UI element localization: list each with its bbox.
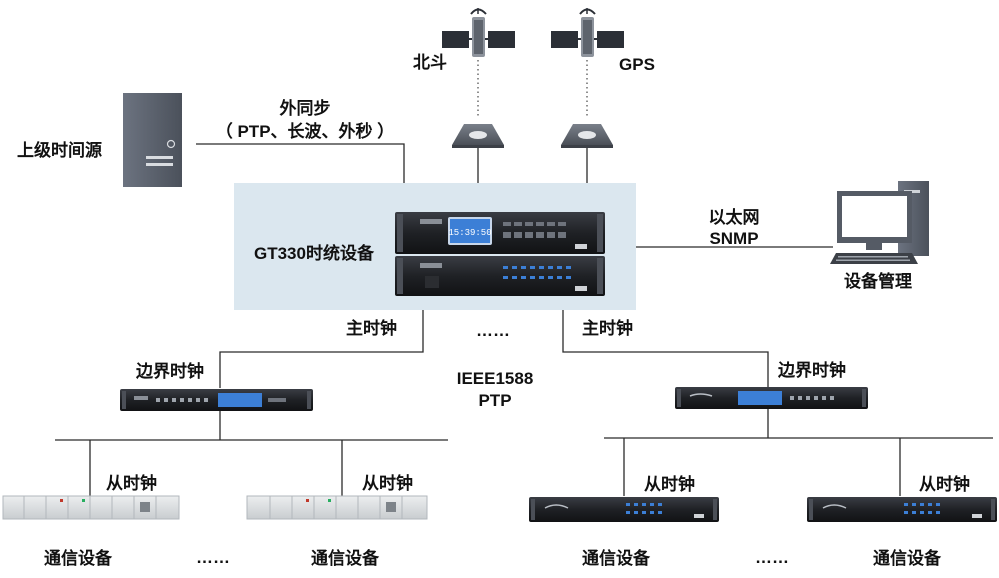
external-sync-line (196, 143, 405, 183)
protocol-ptp-label: PTP (478, 391, 512, 410)
master-clock-left-line (219, 310, 424, 388)
upstream-server-icon (123, 93, 182, 187)
ethernet-label: 以太网 (708, 208, 760, 227)
gt330-label: GT330时统设备 (254, 244, 374, 263)
gps-label: GPS (619, 55, 655, 74)
comm-device-3-label: 通信设备 (582, 549, 650, 568)
beidou-satellite-icon (442, 8, 515, 57)
external-sync-label: 外同步 (279, 99, 331, 118)
comm-ellipsis-left-label: …… (196, 548, 230, 567)
master-ellipsis-label: …… (476, 321, 510, 340)
device-management-label: 设备管理 (844, 272, 912, 291)
boundary-clock-right-icon (675, 387, 868, 409)
gt330-device-icon: 15:39:50 (395, 212, 605, 296)
comm-device-1-label: 通信设备 (44, 549, 112, 568)
comm-device-4-label: 通信设备 (873, 549, 941, 568)
protocol-ieee1588-label: IEEE1588 (456, 369, 534, 388)
master-clock-right-label: 主时钟 (582, 319, 633, 338)
boundary-clock-right-label: 边界时钟 (778, 361, 846, 380)
master-clock-left-label: 主时钟 (346, 319, 397, 338)
slave-clock-1-label: 从时钟 (106, 474, 157, 493)
comm-device-3-icon (529, 497, 719, 522)
beidou-antenna-icon (452, 124, 504, 148)
external-sync-types-label: （ PTP、长波、外秒 ） (215, 122, 395, 141)
comm-device-4-icon (807, 497, 997, 522)
snmp-label: SNMP (709, 229, 759, 248)
boundary-clock-left-label: 边界时钟 (136, 362, 204, 381)
upstream-source-label: 上级时间源 (17, 141, 102, 160)
gps-satellite-icon (551, 8, 624, 57)
management-pc-icon (830, 181, 929, 264)
master-clock-right-line (562, 310, 769, 388)
comm-device-1-icon (2, 495, 180, 520)
gt330-display-time: 15:39:50 (448, 228, 491, 238)
comm-device-2-label: 通信设备 (311, 549, 379, 568)
beidou-label: 北斗 (413, 53, 447, 72)
slave-clock-3-label: 从时钟 (644, 475, 695, 494)
slave-clock-4-label: 从时钟 (919, 475, 970, 494)
comm-ellipsis-right-label: …… (755, 548, 789, 567)
boundary-clock-left-icon (120, 389, 313, 411)
comm-device-2-icon (246, 495, 428, 520)
slave-clock-2-label: 从时钟 (362, 474, 413, 493)
gps-antenna-icon (561, 124, 613, 148)
